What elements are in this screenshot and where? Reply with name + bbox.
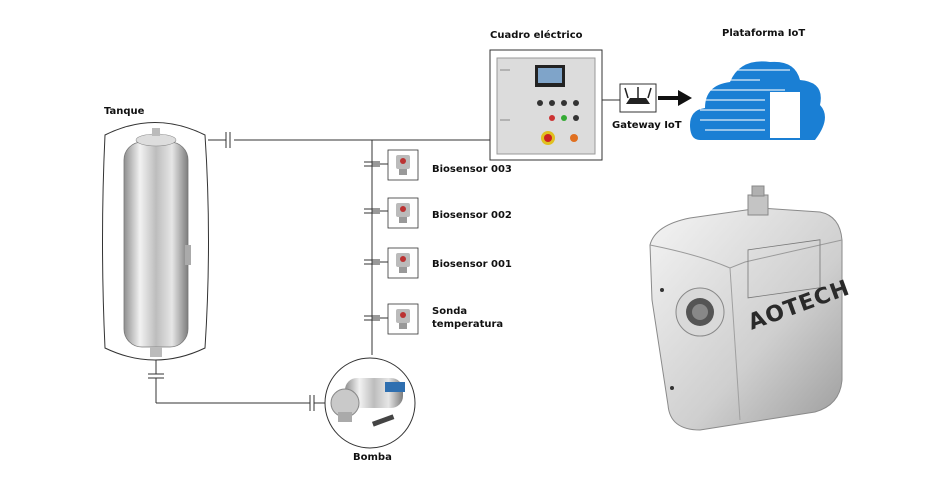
- sensor-001-thumb: [387, 247, 419, 279]
- sensor-002-label: Biosensor 002: [432, 210, 512, 221]
- gateway-label: Gateway IoT: [612, 120, 682, 131]
- electrical-panel: [489, 49, 603, 161]
- temp-probe-label-line1: Sonda: [432, 306, 468, 317]
- pump: [324, 357, 416, 449]
- sensor-003-label: Biosensor 003: [432, 164, 512, 175]
- panel-label: Cuadro eléctrico: [490, 30, 583, 41]
- temp-probe-thumb: [387, 303, 419, 335]
- piping: [148, 132, 490, 411]
- pump-label: Bomba: [353, 452, 392, 463]
- tank-outline: [102, 122, 209, 361]
- iot-platform-label: Plataforma IoT: [722, 28, 806, 39]
- arrow-right-icon: [658, 90, 692, 106]
- aotech-device: [649, 185, 843, 431]
- sensor-003-thumb: [387, 149, 419, 181]
- tank-vessel: [123, 128, 191, 357]
- sensor-002-thumb: [387, 197, 419, 229]
- temp-probe-label-line2: temperatura: [432, 319, 504, 330]
- tank-label: Tanque: [104, 106, 145, 117]
- cloud-icon: [690, 61, 825, 140]
- router-icon: [619, 83, 657, 113]
- sensor-001-label: Biosensor 001: [432, 259, 512, 270]
